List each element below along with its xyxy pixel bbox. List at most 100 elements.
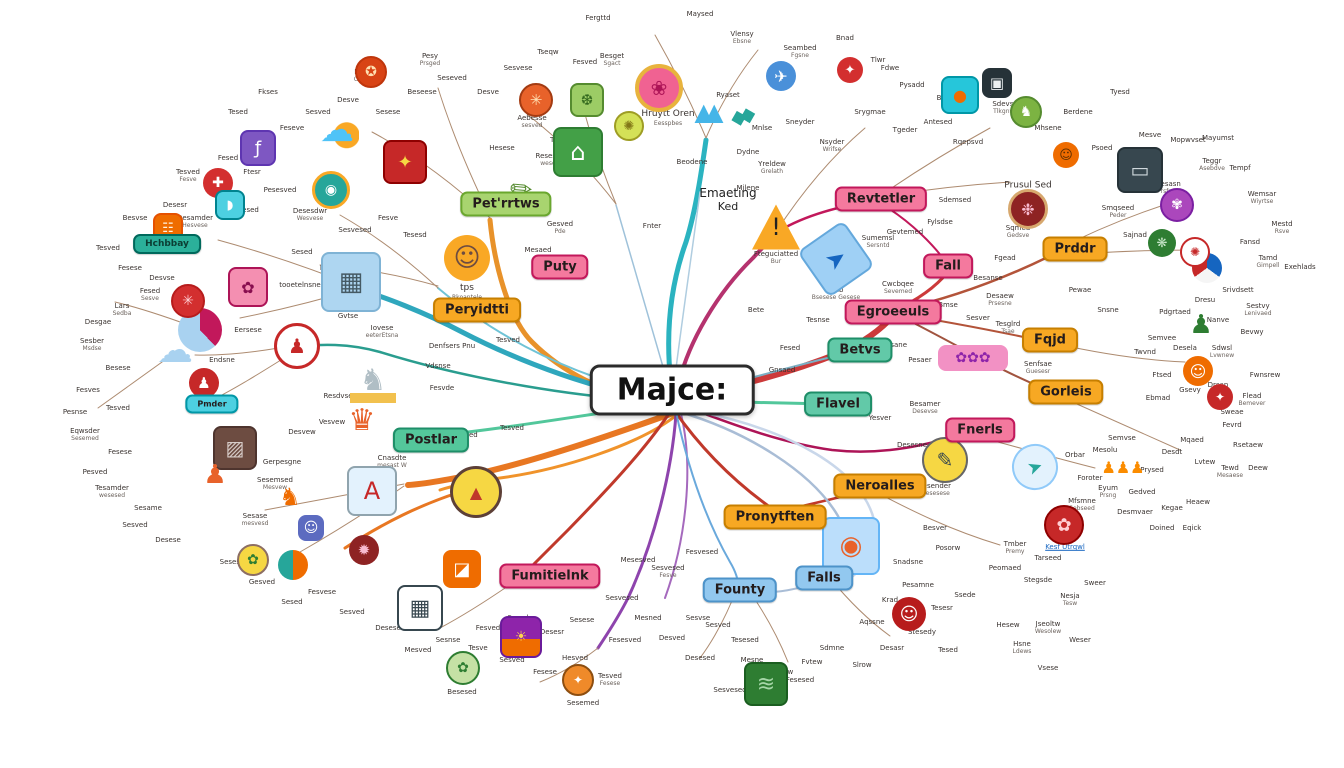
leaf-label[interactable]: Stegsde bbox=[1023, 575, 1053, 584]
cat-icon[interactable]: ♞ bbox=[279, 483, 301, 511]
topic-node-betvs[interactable]: Betvs bbox=[827, 337, 893, 363]
rose-icon[interactable]: ✿ bbox=[1044, 505, 1084, 545]
knot-icon[interactable]: ✹ bbox=[349, 535, 379, 565]
leaf-label[interactable]: Mesne bbox=[740, 655, 764, 664]
leaf-label[interactable]: Desesr bbox=[162, 200, 188, 209]
leaf-label[interactable]: Fkses bbox=[258, 87, 278, 96]
orange-star-circle-icon[interactable]: ✪ bbox=[355, 56, 387, 88]
leaf-label[interactable]: Seseved bbox=[437, 73, 467, 82]
leaf-label[interactable]: Gerpesgne bbox=[262, 457, 302, 466]
leaf-label[interactable]: Fesese bbox=[118, 263, 142, 272]
leaf-label[interactable]: Prysed bbox=[1140, 465, 1164, 474]
flowers-icon[interactable]: ✿✿✿ bbox=[938, 345, 1008, 371]
leaf-label[interactable]: Bete bbox=[747, 305, 765, 314]
leaf-label[interactable]: Sweer bbox=[1084, 578, 1106, 587]
leaf-label[interactable]: Fnter bbox=[642, 221, 662, 230]
leaf-label[interactable]: Prusul Sed bbox=[1004, 180, 1052, 191]
leaf-label[interactable]: Eqick bbox=[1182, 523, 1202, 532]
topic-node-postlar[interactable]: Postlar bbox=[392, 427, 470, 453]
arch-house-icon[interactable]: ⌂ bbox=[553, 127, 603, 177]
leaf-label[interactable]: Fesese bbox=[108, 447, 132, 456]
person-badge-icon[interactable]: ☺ bbox=[298, 515, 324, 541]
leaf-label[interactable]: Nanve bbox=[1206, 315, 1230, 324]
leaf-label[interactable]: Fdwe bbox=[880, 63, 900, 72]
leaf-label[interactable]: Sesese bbox=[219, 557, 245, 566]
leaf-label[interactable]: tpsRkoantele bbox=[452, 283, 482, 301]
leaf-label[interactable]: Fwnsrew bbox=[1249, 370, 1281, 379]
leaf-label[interactable]: Mnlse bbox=[751, 123, 773, 132]
leaf-label[interactable]: Tlwr bbox=[870, 55, 886, 64]
leaf-label[interactable]: Bevwy bbox=[1240, 327, 1264, 336]
leaf-label[interactable]: Hesved bbox=[561, 653, 589, 662]
protein-circle-icon[interactable]: ❉ bbox=[1008, 189, 1048, 229]
leaf-label[interactable]: Desve bbox=[477, 87, 499, 96]
purple-square-icon[interactable]: ƒ bbox=[240, 130, 276, 166]
sunset-card-icon[interactable]: ☀ bbox=[500, 616, 542, 658]
leaf-label[interactable]: Tesesed bbox=[731, 635, 759, 644]
buildings-icon[interactable]: ▦ bbox=[397, 585, 443, 631]
leaf-label[interactable]: Peomaed bbox=[988, 563, 1022, 572]
leaf-label[interactable]: Sajnad bbox=[1123, 230, 1147, 239]
leaf-label[interactable]: Tseqw bbox=[537, 47, 559, 56]
leaf-label[interactable]: Tempf bbox=[1229, 163, 1251, 172]
leaf-label[interactable]: Sdmne bbox=[819, 643, 845, 652]
topic-node-fnerls[interactable]: Fnerls bbox=[945, 417, 1015, 443]
green-circle-icon[interactable]: ❋ bbox=[1148, 229, 1176, 257]
leaf-label[interactable]: Sdemsed bbox=[938, 195, 972, 204]
dartboard-icon[interactable]: ✳ bbox=[519, 83, 553, 117]
leaf-label[interactable]: Sesver bbox=[966, 313, 990, 322]
leaf-label[interactable]: Tyesd bbox=[1110, 87, 1130, 96]
leaf-label[interactable]: Sneyder bbox=[785, 117, 815, 126]
leaf-label[interactable]: Besanse bbox=[973, 273, 1003, 282]
leaf-label[interactable]: Snadsne bbox=[892, 557, 924, 566]
teal-target-icon[interactable]: ◉ bbox=[312, 171, 350, 209]
leaf-label[interactable]: Vdsnse bbox=[425, 361, 451, 370]
leaf-label[interactable]: Psoed bbox=[1091, 143, 1113, 152]
leaf-label[interactable]: Semvee bbox=[1147, 333, 1177, 342]
leaf-label[interactable]: Sesved bbox=[499, 655, 525, 664]
leaf-label[interactable]: Desved bbox=[658, 633, 686, 642]
leaf-label[interactable]: Fansd bbox=[1239, 237, 1261, 246]
cloud-icon[interactable]: ☁ bbox=[157, 329, 193, 371]
leaf-label[interactable]: tooetelnsne bbox=[279, 280, 321, 289]
leaf-label[interactable]: Tesesr bbox=[931, 603, 953, 612]
woman-figure-icon[interactable]: ♛ bbox=[348, 402, 376, 438]
leaf-label[interactable]: Tesve bbox=[468, 643, 488, 652]
leaf-label[interactable]: Mesve bbox=[1138, 130, 1162, 139]
leaf-label[interactable]: Ftsed bbox=[1152, 370, 1172, 379]
leaf-label[interactable]: Sesvesed bbox=[605, 593, 639, 602]
leaf-label[interactable]: Fylsdse bbox=[927, 217, 953, 226]
leaf-label[interactable]: Semvse bbox=[1108, 433, 1136, 442]
leaf-label[interactable]: Mqaed bbox=[1180, 435, 1204, 444]
leaf-label[interactable]: Sesved bbox=[705, 620, 731, 629]
leaf-label[interactable]: Desesed bbox=[684, 653, 716, 662]
leaf-label[interactable]: Besese bbox=[105, 363, 131, 372]
duo-ball-icon[interactable] bbox=[278, 550, 308, 580]
topic-node-pmder[interactable]: Pmder bbox=[185, 394, 239, 414]
leaf-label[interactable]: Bmse bbox=[938, 300, 958, 309]
leaf-label[interactable]: Mayumst bbox=[1201, 133, 1235, 142]
pink-square-icon[interactable]: ✿ bbox=[228, 267, 268, 307]
leaf-label[interactable]: Desgae bbox=[84, 317, 112, 326]
leaf-square-icon[interactable]: ❆ bbox=[570, 83, 604, 117]
topic-node-puty[interactable]: Puty bbox=[531, 254, 589, 280]
